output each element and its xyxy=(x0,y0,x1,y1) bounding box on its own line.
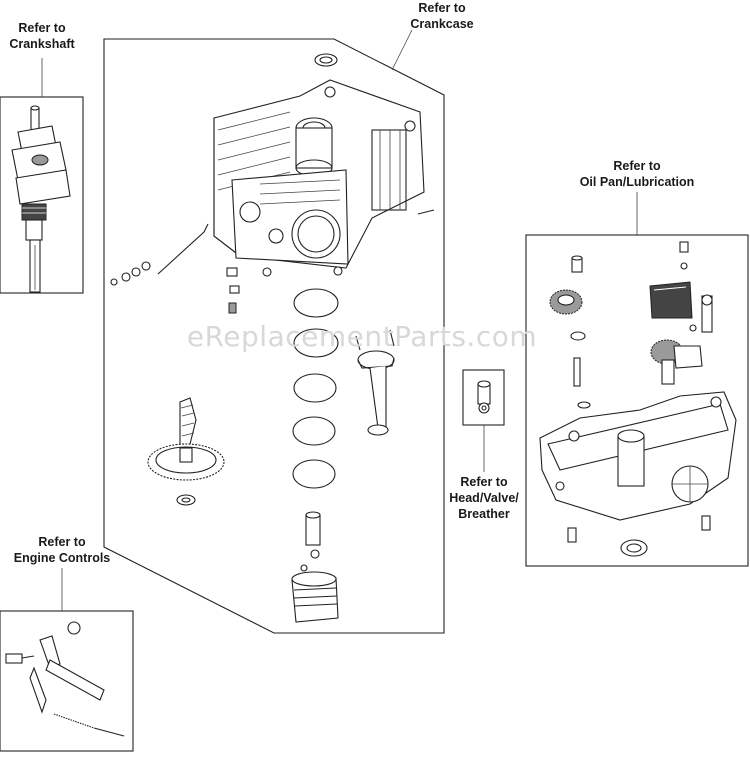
engine-controls-callout-text: Refer to Engine Controls xyxy=(13,535,111,565)
crankcase-panel xyxy=(103,38,445,634)
oil-pan-callout: Refer to Oil Pan/Lubrication xyxy=(562,158,712,190)
crankcase-callout: Refer to Crankcase xyxy=(396,0,488,32)
engine-controls-drawing xyxy=(5,621,125,737)
oil-pan-drawing xyxy=(539,241,737,557)
crankshaft-callout-text: Refer to Crankshaft xyxy=(9,21,75,51)
crankcase-callout-text: Refer to Crankcase xyxy=(410,1,474,31)
crankshaft-drawing xyxy=(11,105,71,293)
engine-controls-panel xyxy=(0,610,134,752)
governor-shaft-drawing xyxy=(110,223,209,286)
piston-drawing xyxy=(291,511,339,623)
crankcase-block-drawing xyxy=(213,79,425,269)
crankshaft-panel xyxy=(0,96,84,294)
breather-part-drawing xyxy=(477,380,491,414)
head-valve-callout: Refer to Head/Valve/ Breather xyxy=(437,474,531,522)
piston-rings-drawing xyxy=(292,288,339,489)
connecting-rod-drawing xyxy=(355,329,395,436)
crankcase-leader-line xyxy=(391,29,413,71)
dowel-pin-drawing xyxy=(417,209,435,215)
crankshaft-callout: Refer to Crankshaft xyxy=(0,20,84,52)
oil-pan-callout-text: Refer to Oil Pan/Lubrication xyxy=(579,159,695,189)
engine-controls-callout: Refer to Engine Controls xyxy=(0,534,124,566)
head-valve-panel xyxy=(462,369,505,426)
head-valve-callout-text: Refer to Head/Valve/ Breather xyxy=(449,475,519,521)
camshaft-drawing xyxy=(147,397,225,506)
oil-seal-drawing xyxy=(314,53,338,67)
small-fasteners-drawing xyxy=(226,266,343,314)
